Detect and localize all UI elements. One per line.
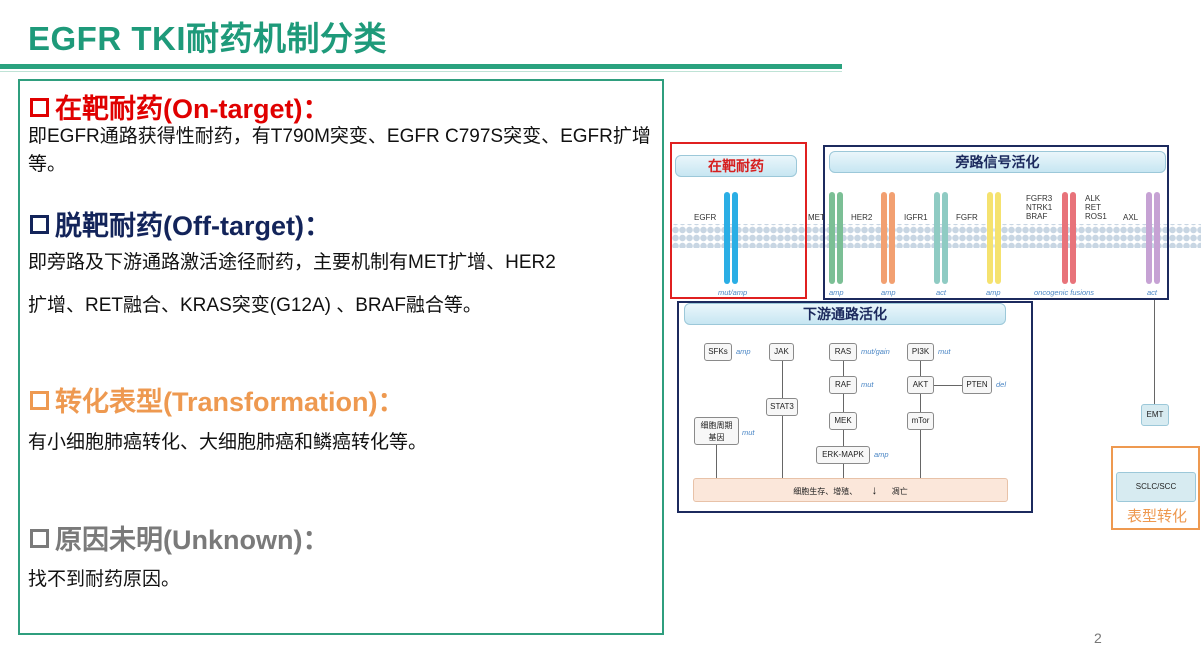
pten-akt-inhibition xyxy=(934,385,962,386)
met-receptor xyxy=(829,192,835,284)
section-on-target-heading: 在靶耐药(On-target)： xyxy=(30,87,329,126)
resistance-mechanism-diagram: 在靶耐药 EGFR mut/amp 旁路信号活化 MET amp HER2 am… xyxy=(666,140,1201,535)
fgfr-receptor xyxy=(995,192,1001,284)
checkbox-square-icon xyxy=(30,391,49,410)
alteration-fgfr: amp xyxy=(986,288,1001,297)
section-off-target-heading: 脱靶耐药(Off-target)： xyxy=(30,204,331,243)
alteration-her2: amp xyxy=(881,288,896,297)
pi3k-akt-arrow xyxy=(920,361,921,376)
stat3-node: STAT3 xyxy=(766,398,798,416)
heading-text: 在靶耐药(On-target)： xyxy=(55,94,330,124)
sfks-node: SFKs xyxy=(704,343,732,361)
ras-raf-arrow xyxy=(843,361,844,376)
mechanism-text-box: 在靶耐药(On-target)： 即EGFR通路获得性耐药，有T790M突变、E… xyxy=(18,79,664,635)
receptor-label-fgfr: FGFR xyxy=(956,213,978,222)
title-underline xyxy=(0,64,842,69)
section-on-target-body: 即EGFR通路获得性耐药，有T790M突变、EGFR C797S突变、EGFR扩… xyxy=(28,126,651,175)
egfr-receptor xyxy=(724,192,730,284)
alteration-igfr1: act xyxy=(936,288,947,297)
receptor-label-egfr: EGFR xyxy=(694,213,717,222)
raf-mek-arrow xyxy=(843,394,844,412)
pten-alteration: del xyxy=(996,380,1007,389)
sfks-alteration: amp xyxy=(736,347,751,356)
bypass-label: 旁路信号活化 xyxy=(829,151,1166,173)
section-transformation-heading: 转化表型(Transformation)： xyxy=(30,380,405,419)
jak-stat3-arrow xyxy=(782,361,783,398)
checkbox-square-icon xyxy=(30,215,49,234)
sclc-scc-node: SCLC/SCC xyxy=(1116,472,1196,502)
pi3k-node: PI3K xyxy=(907,343,934,361)
page-number: 2 xyxy=(1094,630,1102,646)
mtor-node: mTor xyxy=(907,412,934,430)
erk-mapk-node: ERK-MAPK xyxy=(816,446,870,464)
mek-node: MEK xyxy=(829,412,857,430)
fusion-receptor xyxy=(1062,192,1068,284)
outcome-survival-text: 细胞生存、增殖、 xyxy=(793,487,858,496)
receptor-label-fusion-left: FGFR3 NTRK1 BRAF xyxy=(1026,194,1053,221)
fgfr-receptor xyxy=(987,192,993,284)
raf-alteration: mut xyxy=(861,380,874,389)
fusion-receptor xyxy=(1070,192,1076,284)
mek-erk-arrow xyxy=(843,430,844,446)
heading-text: 转化表型(Transformation)： xyxy=(55,387,405,417)
emt-node: EMT xyxy=(1141,404,1169,426)
transformation-frame xyxy=(1111,446,1200,530)
raf-node: RAF xyxy=(829,376,857,394)
heading-text: 原因未明(Unknown)： xyxy=(55,525,330,555)
receptor-label-fusion-right: ALK RET ROS1 xyxy=(1085,194,1107,221)
her2-receptor xyxy=(881,192,887,284)
cell-cycle-outcome-arrow xyxy=(716,445,717,478)
checkbox-square-icon xyxy=(30,98,49,117)
section-off-target-body-line1: 即旁路及下游通路激活途径耐药，主要机制有MET扩增、HER2 xyxy=(28,252,556,273)
cell-cycle-alteration: mut xyxy=(742,428,755,437)
alteration-axl: act xyxy=(1147,288,1158,297)
erk-alteration: amp xyxy=(874,450,889,459)
down-arrow-icon: ↓ xyxy=(871,483,878,497)
downstream-frame xyxy=(677,301,1033,513)
alteration-fusions: oncogenic fusions xyxy=(1034,288,1095,297)
axl-receptor xyxy=(1154,192,1160,284)
receptor-label-igfr1: IGFR1 xyxy=(904,213,928,222)
section-off-target-body-line2: 扩增、RET融合、KRAS突变(G12A) 、BRAF融合等。 xyxy=(28,295,482,316)
erk-outcome-arrow xyxy=(843,464,844,478)
her2-receptor xyxy=(889,192,895,284)
axl-receptor xyxy=(1146,192,1152,284)
akt-mtor-arrow xyxy=(920,394,921,412)
section-unknown-body: 找不到耐药原因。 xyxy=(28,569,181,590)
page-title: EGFR TKI耐药机制分类 xyxy=(28,20,387,57)
akt-node: AKT xyxy=(907,376,934,394)
receptor-label-her2: HER2 xyxy=(851,213,873,222)
downstream-label: 下游通路活化 xyxy=(684,303,1006,325)
title-underline-thin xyxy=(0,71,842,72)
checkbox-square-icon xyxy=(30,529,49,548)
egfr-receptor xyxy=(732,192,738,284)
alteration-egfr: mut/amp xyxy=(718,288,748,297)
receptor-label-axl: AXL xyxy=(1123,213,1139,222)
igfr1-receptor xyxy=(942,192,948,284)
cell-outcome-bar: 细胞生存、增殖、 ↓ 凋亡 xyxy=(693,478,1008,502)
ras-alteration: mut/gain xyxy=(861,347,890,356)
section-transformation-body: 有小细胞肺癌转化、大细胞肺癌和鳞癌转化等。 xyxy=(28,432,428,453)
transformation-label: 表型转化 xyxy=(1127,508,1188,525)
pi3k-alteration: mut xyxy=(938,347,951,356)
axl-emt-arrow xyxy=(1154,300,1155,404)
mtor-outcome-arrow xyxy=(920,430,921,478)
on-target-label: 在靶耐药 xyxy=(675,155,797,177)
outcome-apoptosis-text: 凋亡 xyxy=(891,487,908,496)
receptor-label-met: MET xyxy=(808,213,825,222)
section-unknown-heading: 原因未明(Unknown)： xyxy=(30,518,329,557)
heading-text: 脱靶耐药(Off-target)： xyxy=(55,211,331,241)
jak-node: JAK xyxy=(769,343,794,361)
cell-cycle-node: 细胞周期 基因 xyxy=(694,417,739,445)
stat3-outcome-arrow xyxy=(782,416,783,478)
igfr1-receptor xyxy=(934,192,940,284)
alteration-met: amp xyxy=(829,288,844,297)
met-receptor xyxy=(837,192,843,284)
ras-node: RAS xyxy=(829,343,857,361)
on-target-frame xyxy=(670,142,807,299)
bypass-frame xyxy=(823,145,1169,300)
pten-node: PTEN xyxy=(962,376,992,394)
